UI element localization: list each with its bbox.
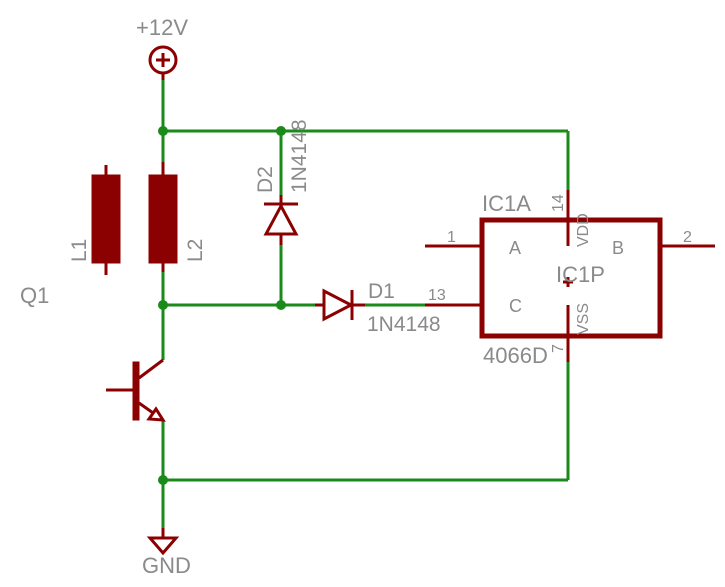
ground-label: GND: [142, 553, 191, 578]
pin-vdd-label: VDD: [575, 213, 592, 247]
junction-dot: [276, 126, 286, 136]
pin-b-label: B: [612, 238, 624, 258]
coil-l1-label: L1: [68, 239, 91, 262]
base-bar: [132, 361, 140, 421]
pin-b-number: 2: [683, 229, 692, 246]
ic-gate-ref: IC1A: [482, 191, 531, 216]
d1-diode-icon: [322, 288, 355, 322]
d1-ref: D1: [368, 280, 395, 303]
diode-d1: D1 1N4148: [315, 280, 441, 336]
transistor-q1: Q1: [20, 283, 166, 422]
d1-value: 1N4148: [367, 313, 441, 336]
collector-lead: [138, 358, 164, 380]
pin-vss-number: 7: [550, 344, 567, 353]
ic-value: 4066D: [483, 343, 548, 368]
diode-d2: D2 1N4148: [254, 119, 311, 245]
junction-dot: [158, 126, 168, 136]
pin-vdd-number: 14: [550, 194, 567, 212]
d2-diode-icon: [263, 202, 299, 236]
pin-a-label: A: [509, 238, 521, 258]
coil-l2-label: L2: [184, 239, 207, 262]
ic-power-ref: IC1P: [556, 262, 605, 287]
d2-value: 1N4148: [288, 119, 311, 193]
coil-l1: [91, 174, 121, 264]
relay-coils: L1 L2: [68, 162, 207, 275]
junction-dot: [158, 475, 168, 485]
ground-symbol: GND: [142, 528, 191, 578]
supply-label: +12V: [136, 15, 188, 40]
ic-4066: IC1A IC1P 4066D 1 A 2 B 13 C 14 VDD 7 VS…: [425, 190, 715, 368]
wires: [158, 75, 570, 535]
coil-l2: [148, 174, 178, 264]
emitter-arrow-icon: [146, 406, 166, 422]
pin-c-label: C: [509, 296, 522, 316]
pin-c-number: 13: [428, 287, 446, 304]
ground-icon: [146, 536, 180, 556]
junction-dot: [276, 300, 286, 310]
ic-body: [479, 217, 663, 339]
pin-vss-label: VSS: [575, 303, 592, 335]
d2-ref: D2: [254, 166, 277, 193]
junction-dot: [158, 300, 168, 310]
supply-symbol: +12V: [136, 15, 188, 80]
pin-a-number: 1: [447, 229, 456, 246]
transistor-ref: Q1: [20, 283, 49, 308]
